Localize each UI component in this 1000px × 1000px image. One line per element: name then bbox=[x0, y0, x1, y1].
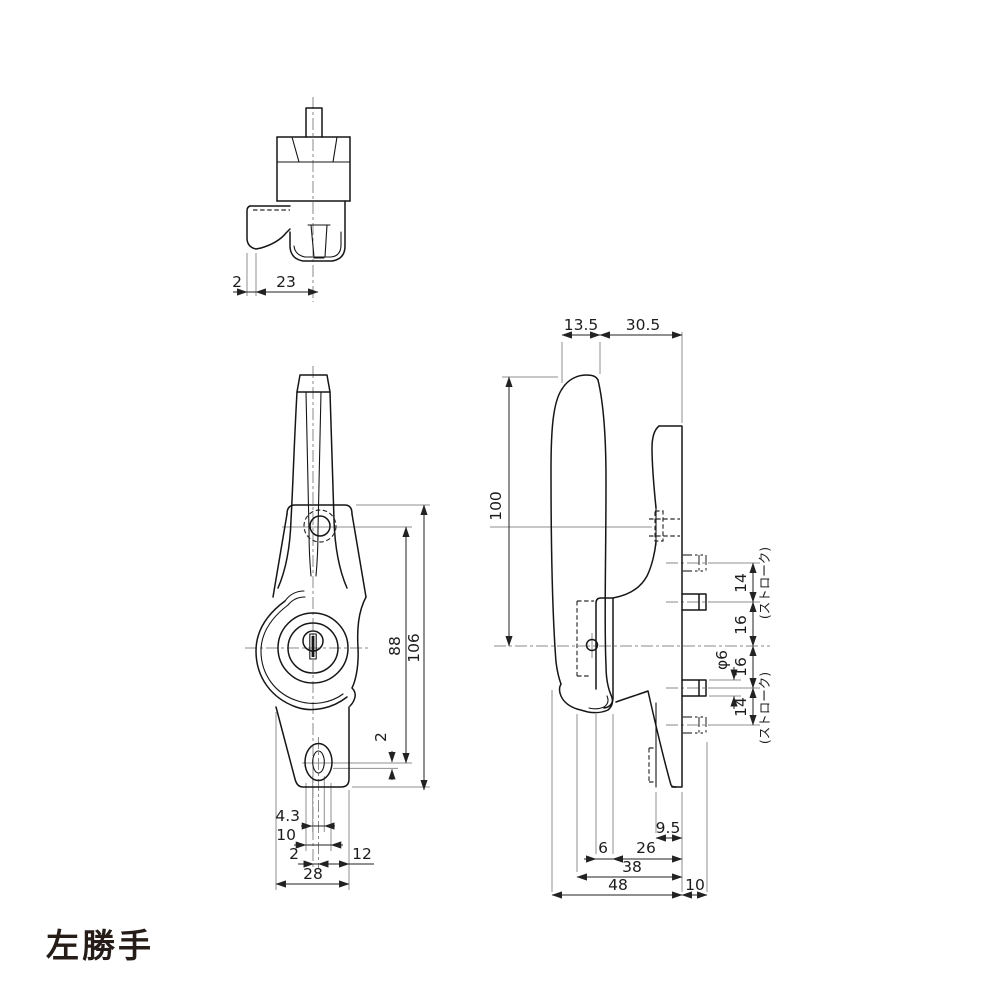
pivot-screw bbox=[309, 515, 331, 537]
dim-label-side-13-5: 13.5 bbox=[564, 316, 599, 334]
front-view-outline bbox=[255, 374, 367, 788]
dim-label-side-16b: 16 bbox=[732, 657, 750, 677]
base-plate-profile bbox=[658, 425, 683, 788]
mounting-tab bbox=[275, 706, 350, 788]
dim-label-side-16a: 16 bbox=[732, 615, 750, 635]
handle-profile bbox=[550, 388, 563, 685]
dim-label-top-23: 23 bbox=[276, 273, 296, 291]
dim-label-side-38: 38 bbox=[622, 858, 642, 876]
stroke-note-lower: (ストローク) bbox=[757, 672, 772, 744]
side-view-centerlines bbox=[494, 562, 770, 726]
bracket-screw-hole bbox=[585, 638, 599, 652]
dim-label-side-14b: 14 bbox=[732, 697, 750, 717]
front-view-extension-lines bbox=[275, 504, 430, 890]
stroke-position-lines bbox=[682, 554, 707, 734]
side-view-outline bbox=[550, 374, 707, 788]
dim-label-front-2: 2 bbox=[289, 845, 299, 863]
side-view-hidden-edges bbox=[576, 510, 680, 783]
handle-tip bbox=[296, 374, 331, 393]
dim-label-front-106: 106 bbox=[405, 633, 423, 663]
cylinder-boss bbox=[287, 622, 339, 674]
key-slot bbox=[311, 636, 315, 657]
latch-block bbox=[289, 200, 346, 262]
dim-label-front-28: 28 bbox=[303, 865, 323, 883]
dim-label-side-26: 26 bbox=[636, 839, 656, 857]
handle-shaft bbox=[277, 391, 298, 589]
dim-label-side-6: 6 bbox=[598, 839, 608, 857]
dim-label-side-30-5: 30.5 bbox=[626, 316, 661, 334]
dim-label-front-12: 12 bbox=[352, 845, 372, 863]
handedness-caption: 左勝手 bbox=[46, 926, 154, 965]
cam-crescent bbox=[255, 600, 348, 711]
side-view: 13.5 30.5 100 14 16 16 14 φ6 (ストローク) (スト… bbox=[487, 316, 772, 899]
dim-label-side-48: 48 bbox=[608, 876, 628, 894]
side-view-extension-lines bbox=[490, 332, 760, 892]
dim-label-side-9-5: 9.5 bbox=[656, 819, 681, 837]
dim-label-front-88: 88 bbox=[386, 636, 404, 656]
screw-post-upper bbox=[681, 593, 707, 611]
front-view-centerlines bbox=[245, 366, 370, 868]
base-plate-top bbox=[286, 504, 353, 515]
front-view-dimensions bbox=[275, 504, 428, 888]
dim-label-side-dia6: φ6 bbox=[713, 650, 731, 670]
screw-post-lower bbox=[681, 679, 707, 697]
top-view-outline bbox=[246, 107, 351, 262]
cam-tongue bbox=[307, 224, 331, 259]
dim-label-side-14a: 14 bbox=[732, 573, 750, 593]
handle-stem-section bbox=[305, 107, 323, 138]
dim-label-side-100: 100 bbox=[487, 491, 505, 521]
top-view-extension-lines bbox=[246, 253, 257, 296]
dim-label-top-2: 2 bbox=[232, 273, 242, 291]
dim-label-front-4-3: 4.3 bbox=[275, 807, 300, 825]
hook-arm bbox=[246, 205, 291, 250]
dim-label-front-2-offset: 2 bbox=[372, 732, 390, 742]
cylinder-ring bbox=[277, 612, 349, 684]
top-view: 2 23 bbox=[232, 97, 351, 302]
dim-label-side-10: 10 bbox=[685, 876, 705, 894]
side-view-dimensions bbox=[505, 331, 757, 899]
front-view: 88 106 2 4.3 10 2 12 28 bbox=[245, 366, 430, 890]
stroke-note-upper: (ストローク) bbox=[757, 547, 772, 619]
mounting-slot bbox=[304, 742, 333, 782]
dim-label-front-10: 10 bbox=[276, 826, 296, 844]
front-view-hidden-edges bbox=[303, 509, 337, 543]
slide-channel bbox=[595, 597, 614, 709]
